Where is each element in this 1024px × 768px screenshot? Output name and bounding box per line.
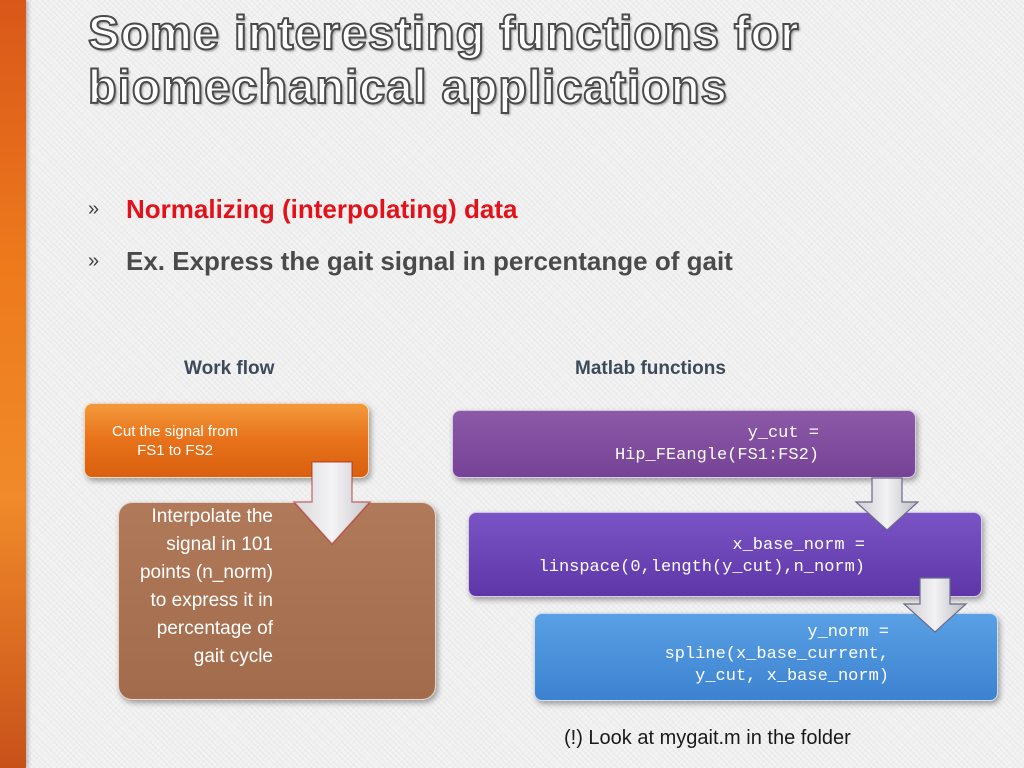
down-arrow-icon <box>854 477 920 531</box>
mygait-note: (!) Look at mygait.m in the folder <box>564 727 851 749</box>
cut-signal-step-box: Cut the signal from FS1 to FS2 <box>84 403 369 478</box>
down-arrow-icon <box>292 461 372 546</box>
matlab-cut-code: y_cut = Hip_FEangle(FS1:FS2) <box>614 424 819 465</box>
matlab-spline-code: y_norm = spline(x_base_current, y_cut, x… <box>664 623 889 686</box>
cut-signal-step-text: Cut the signal from FS1 to FS2 <box>112 423 238 459</box>
accent-side-bar <box>0 0 26 768</box>
matlab-linspace-box: x_base_norm = linspace(0,length(y_cut),n… <box>468 512 982 597</box>
bullet-example: » Ex. Express the gait signal in percenta… <box>88 246 733 277</box>
bullet-normalizing: » Normalizing (interpolating) data <box>88 194 517 225</box>
interpolate-step-text: Interpolate the signal in 101 points (n_… <box>139 506 273 667</box>
matlab-cut-box: y_cut = Hip_FEangle(FS1:FS2) <box>452 410 916 478</box>
down-arrow-icon <box>902 577 968 633</box>
bullet-marker: » <box>88 198 100 220</box>
matlab-spline-box: y_norm = spline(x_base_current, y_cut, x… <box>534 613 998 701</box>
bullet-text: Normalizing (interpolating) data <box>126 194 518 224</box>
bullet-marker: » <box>88 250 100 272</box>
slide-title: Some interesting functions for biomechan… <box>87 5 800 114</box>
interpolate-step-box: Interpolate the signal in 101 points (n_… <box>118 502 436 700</box>
workflow-heading: Work flow <box>184 358 275 379</box>
matlab-linspace-code: x_base_norm = linspace(0,length(y_cut),n… <box>538 536 865 577</box>
matlab-heading: Matlab functions <box>575 358 726 379</box>
bullet-text: Ex. Express the gait signal in percentan… <box>126 246 733 276</box>
